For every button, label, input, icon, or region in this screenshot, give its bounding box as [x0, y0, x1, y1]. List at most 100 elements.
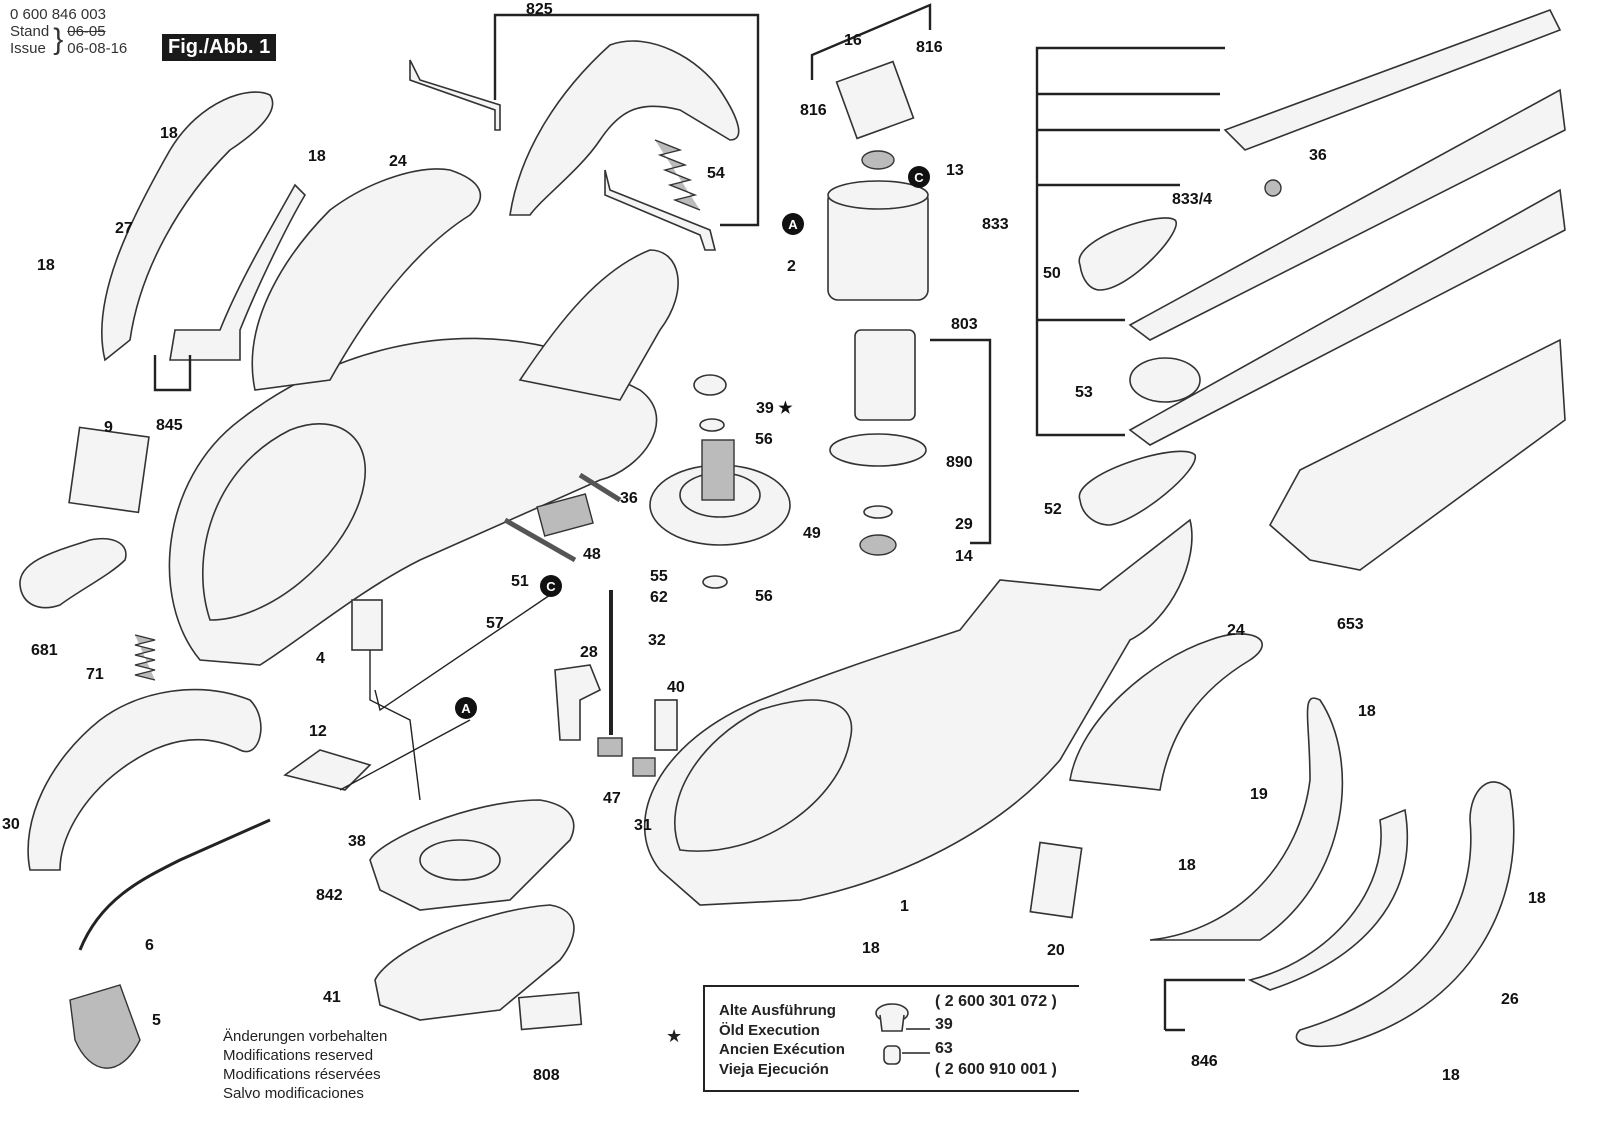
part-cable-clamp-12	[283, 749, 372, 791]
callout-label: 62	[650, 589, 668, 606]
part-40	[654, 699, 678, 751]
callout-label: 32	[648, 632, 666, 649]
legend-item-63: 63	[935, 1040, 953, 1057]
document-header: 0 600 846 003 Stand Issue } 06-05 06-08-…	[10, 6, 127, 57]
callout-label: 56	[755, 588, 773, 605]
callout-label: 51	[511, 573, 529, 590]
callout-label: 31	[634, 817, 652, 834]
part-label-20	[1029, 841, 1083, 919]
revision-block: Stand Issue } 06-05 06-08-16	[10, 23, 127, 57]
callout-label: 9	[104, 419, 113, 436]
part-switch-4	[351, 599, 383, 651]
part-cover-24-right	[1069, 633, 1263, 791]
callout-label: 39 ★	[756, 400, 793, 417]
callout-label: 29	[955, 516, 973, 533]
part-plate-48	[536, 493, 594, 537]
legend-line: Alte Ausführung	[719, 1002, 836, 1019]
reference-marker-circle	[455, 697, 477, 719]
part-ring-53	[1129, 357, 1201, 403]
callout-label: 842	[316, 887, 343, 904]
callout-label: 5	[152, 1012, 161, 1029]
callout-label: 653	[1337, 616, 1364, 633]
legend-star: ★	[666, 1026, 683, 1046]
part-blade-lower	[1128, 188, 1566, 446]
note-line: Modifications reserved	[223, 1047, 374, 1064]
bracket-803	[930, 338, 992, 545]
part-cover-27	[101, 91, 274, 362]
callout-label: 50	[1043, 265, 1061, 282]
wire-A	[339, 719, 471, 791]
callout-label: 18	[37, 257, 55, 274]
part-switch-rod	[409, 59, 501, 131]
callout-label: 845	[156, 417, 183, 434]
reference-marker-circle	[540, 575, 562, 597]
part-handle-right	[1149, 697, 1344, 941]
callout-label: 12	[309, 723, 327, 740]
legend-line: Vieja Ejecución	[719, 1060, 829, 1078]
callout-label: 833/4	[1172, 191, 1212, 208]
reference-markers: C A C A	[455, 166, 930, 719]
part-cover-24	[251, 168, 482, 391]
part-housing-1-window	[674, 699, 853, 852]
bracket-16	[810, 3, 932, 80]
part-label-9	[68, 426, 150, 514]
part-armature-803	[854, 329, 916, 421]
part-handle-30	[27, 688, 262, 871]
part-pin-36	[578, 472, 622, 503]
legend-item-39: 39	[935, 1016, 953, 1033]
part-bearing-13	[861, 150, 895, 170]
part-washer-56	[699, 418, 725, 432]
callout-label: 890	[946, 454, 973, 471]
part-cable-6	[78, 818, 271, 951]
part-31	[632, 757, 656, 777]
reference-marker-circle	[782, 213, 804, 235]
bracket-846	[1163, 978, 1245, 1032]
callout-label: 26	[1501, 991, 1519, 1008]
callout-label: 53	[1075, 384, 1093, 401]
callout-label: 55	[650, 568, 668, 585]
callout-label: 16	[844, 32, 862, 49]
part-plug-5	[69, 984, 141, 1069]
part-blade-upper	[1128, 88, 1566, 341]
part-guard-681	[19, 538, 127, 609]
callout-label: 14	[955, 548, 973, 565]
reference-marker-letter: A	[461, 701, 471, 716]
part-brush-holder-16	[835, 60, 915, 140]
part-bearing-14	[859, 534, 897, 556]
part-guide-rail	[1223, 9, 1562, 151]
part-spring-54	[654, 139, 701, 211]
legend-line: Ancien Exécution	[719, 1041, 845, 1058]
callout-label: 41	[323, 989, 341, 1006]
part-top-handle	[509, 40, 740, 216]
callout-label: 19	[1250, 786, 1268, 803]
part-switch-rod-2	[604, 169, 717, 251]
bushing-39-body	[879, 1014, 905, 1032]
part-plate-52	[1078, 450, 1196, 526]
callout-label: 20	[1047, 942, 1065, 959]
document-number: 0 600 846 003	[10, 6, 106, 23]
callout-label: 1	[900, 898, 909, 915]
issue-label: Issue	[10, 40, 46, 57]
callout-label: 48	[583, 546, 601, 563]
wire	[369, 650, 421, 801]
figure-label: Fig./Abb. 1	[162, 34, 277, 61]
callout-label: 18	[862, 940, 880, 957]
bracket-825	[493, 13, 760, 227]
old-execution-legend: Alte Ausführung Öld Execution Ancien Exé…	[703, 985, 1079, 1092]
callout-label: 40	[667, 679, 685, 696]
callout-label: 49	[803, 525, 821, 542]
callout-label: 808	[533, 1067, 560, 1084]
reference-marker-circle	[908, 166, 930, 188]
part-washer-56b	[702, 575, 728, 589]
part-spring-71	[134, 634, 156, 681]
reference-marker-letter: A	[788, 217, 798, 232]
callout-label: 28	[580, 644, 598, 661]
note-line: Änderungen vorbehalten	[223, 1028, 388, 1045]
callout-label: 18	[1178, 857, 1196, 874]
reference-marker-letter: C	[546, 579, 556, 594]
reference-marker-letter: C	[914, 170, 924, 185]
callout-label: 13	[946, 162, 964, 179]
callout-label: 47	[603, 790, 621, 807]
callout-label: 71	[86, 666, 104, 683]
